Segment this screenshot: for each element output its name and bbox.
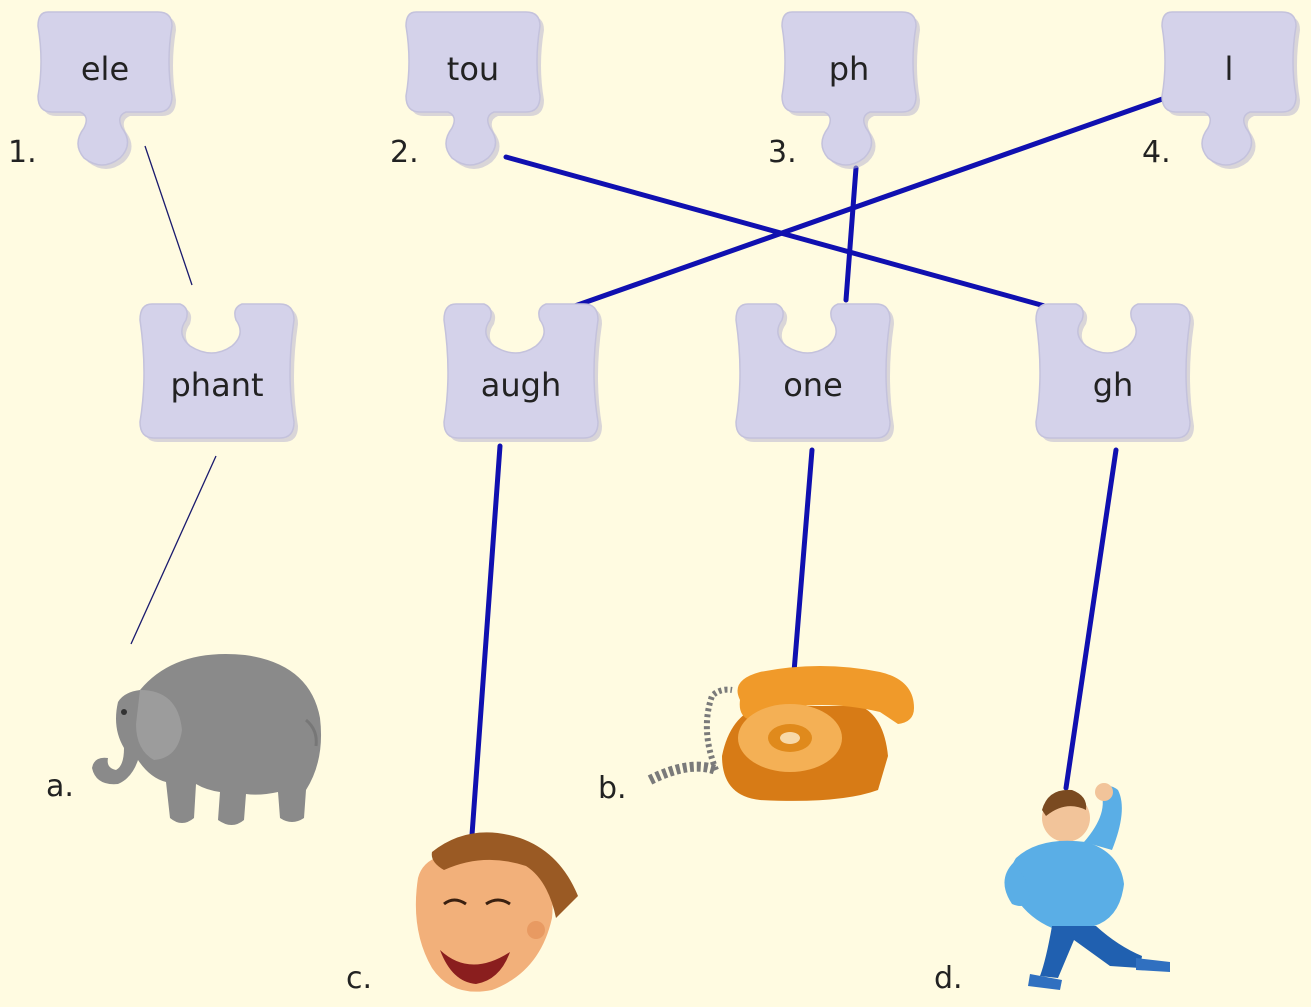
item-number-3: 3.	[768, 135, 797, 170]
answer-line-tou-gh[interactable]	[503, 154, 1073, 316]
top-piece-3-text: ph	[829, 50, 870, 88]
item-number-1: 1.	[8, 135, 37, 170]
top-piece-4[interactable]: l	[1161, 11, 1300, 169]
picture-letter-b: b.	[598, 771, 627, 806]
top-piece-4-text: l	[1225, 50, 1234, 88]
laughing-face-icon[interactable]	[415, 832, 578, 992]
top-piece-2[interactable]: tou	[405, 11, 544, 169]
mid-piece-augh[interactable]: augh	[443, 303, 602, 442]
answer-lines	[469, 94, 1171, 838]
answer-line-augh-laugh[interactable]	[469, 443, 503, 838]
answer-line-l-augh[interactable]	[569, 94, 1171, 310]
mid-piece-one[interactable]: one	[735, 303, 894, 442]
picture-letter-d: d.	[934, 961, 963, 996]
elephant-icon[interactable]	[92, 654, 322, 825]
picture-letter-c: c.	[346, 961, 373, 996]
answer-line-one-phone[interactable]	[791, 447, 815, 675]
top-piece-3[interactable]: ph	[781, 11, 920, 169]
picture-letter-a: a.	[46, 769, 74, 804]
top-piece-1-text: ele	[81, 50, 129, 88]
mid-piece-augh-text: augh	[481, 366, 561, 404]
answer-line-gh-tough[interactable]	[1063, 447, 1119, 791]
mid-piece-gh[interactable]: gh	[1035, 303, 1194, 442]
telephone-icon[interactable]	[647, 666, 914, 801]
answer-line-ph-one[interactable]	[843, 165, 859, 303]
item-number-2: 2.	[390, 135, 419, 170]
mid-piece-phant[interactable]: phant	[139, 303, 298, 442]
example-line-ele-phant	[144, 145, 193, 286]
top-piece-2-text: tou	[447, 50, 499, 88]
item-number-4: 4.	[1142, 135, 1171, 170]
example-lines	[130, 145, 217, 645]
mid-piece-gh-text: gh	[1093, 366, 1134, 404]
example-line-phant-elephant	[130, 455, 217, 645]
mid-piece-phant-text: phant	[170, 366, 263, 404]
mid-piece-one-text: one	[783, 366, 843, 404]
top-piece-1[interactable]: ele	[37, 11, 176, 169]
tough-man-icon[interactable]	[1004, 783, 1170, 990]
